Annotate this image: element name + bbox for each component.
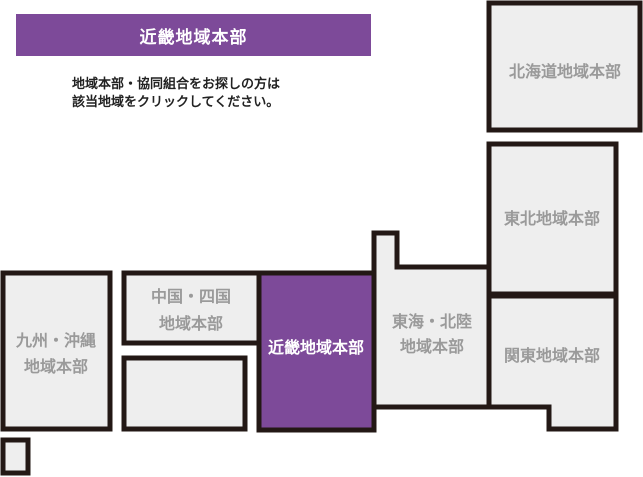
region-kinki[interactable]: 近畿地域本部 bbox=[256, 270, 377, 433]
region-kyushu-okinawa-line-1: 九州・沖縄 bbox=[15, 331, 96, 350]
region-hokkaido-label: 北海道地域本部 bbox=[509, 62, 621, 81]
region-chugoku-shikoku-line-2: 地域本部 bbox=[159, 314, 223, 333]
region-hokkaido[interactable]: 北海道地域本部 bbox=[486, 0, 643, 133]
region-tokai-hokuriku-line-1: 東海・北陸 bbox=[392, 312, 472, 331]
region-shikoku-block[interactable] bbox=[121, 355, 248, 432]
banner-title: 近畿地域本部 bbox=[139, 27, 248, 48]
instruction-line-2: 該当地域をクリックしてください。 bbox=[72, 95, 280, 110]
region-chugoku-shikoku-line-1: 中国・四国 bbox=[151, 287, 231, 306]
region-okinawa-block[interactable] bbox=[0, 437, 31, 476]
region-kyushu-okinawa-line-2: 地域本部 bbox=[24, 357, 88, 376]
region-kanto-label: 関東地域本部 bbox=[504, 346, 600, 365]
selected-region-banner: 近畿地域本部 bbox=[16, 14, 371, 56]
instruction-text: 地域本部・協同組合をお探しの方は 該当地域をクリックしてください。 bbox=[72, 76, 372, 112]
region-tohoku-label: 東北地域本部 bbox=[504, 209, 600, 228]
region-tokai-hokuriku[interactable]: 東海・北陸 地域本部 bbox=[371, 230, 492, 410]
region-kanto[interactable]: 関東地域本部 bbox=[486, 293, 619, 432]
instruction-line-1: 地域本部・協同組合をお探しの方は bbox=[72, 77, 281, 92]
region-tokai-hokuriku-line-2: 地域本部 bbox=[400, 337, 464, 356]
region-kyushu-okinawa[interactable]: 九州・沖縄 地域本部 bbox=[0, 270, 113, 432]
region-tohoku[interactable]: 東北地域本部 bbox=[486, 141, 619, 297]
region-kinki-label: 近畿地域本部 bbox=[268, 338, 364, 357]
region-chugoku-shikoku[interactable]: 中国・四国 地域本部 bbox=[121, 270, 262, 346]
